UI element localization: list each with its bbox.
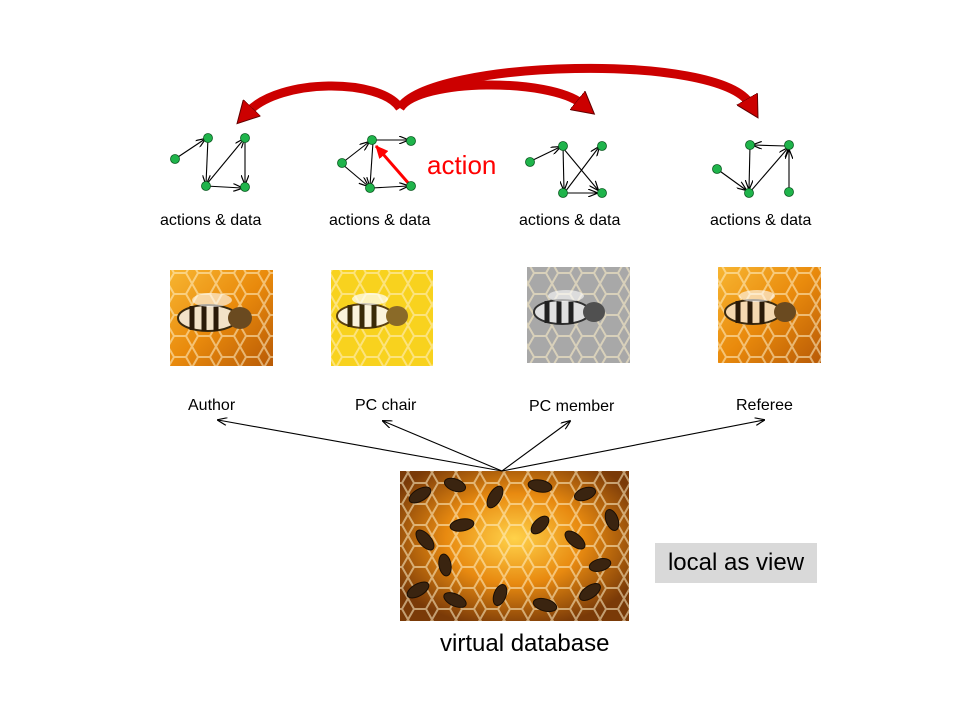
role-label-pc-member: PC member (529, 398, 615, 415)
role-label-pc-chair: PC chair (355, 397, 417, 414)
local-as-view-badge: local as view (655, 543, 817, 583)
graph-author-nodes (170, 133, 250, 192)
graph-referee (716, 145, 789, 193)
pane-label-2: actions & data (329, 212, 431, 229)
big-arrow-to-referee (396, 63, 750, 108)
pc-member-image (527, 267, 630, 363)
graph-pc-member (530, 146, 599, 193)
action-label: action (427, 150, 497, 180)
pane-label-1: actions & data (160, 212, 262, 229)
graph-author (174, 138, 245, 188)
role-arrows (218, 420, 764, 472)
arrow-to-pc-member (501, 421, 570, 472)
graph-pc-member-nodes (525, 141, 607, 198)
role-label-referee: Referee (736, 397, 793, 414)
pane-label-4: actions & data (710, 212, 812, 229)
database-image (400, 471, 629, 621)
graph-referee-nodes (712, 140, 794, 198)
big-arrows (248, 63, 750, 112)
database-caption: virtual database (440, 630, 610, 657)
arrow-to-pc-chair (383, 421, 503, 472)
graph-pc-chair (341, 140, 412, 188)
referee-image (718, 267, 821, 363)
author-image (170, 270, 273, 366)
big-arrow-to-author (248, 81, 404, 112)
role-label-author: Author (188, 397, 236, 414)
graph-pc-chair-nodes (337, 135, 416, 193)
arrow-to-referee (501, 420, 764, 472)
pane-label-3: actions & data (519, 212, 621, 229)
arrow-to-author (218, 420, 503, 472)
pc-chair-image (331, 270, 433, 366)
